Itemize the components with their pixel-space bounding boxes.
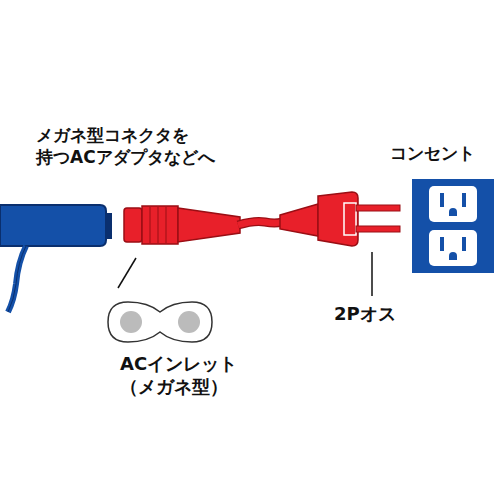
connector-body xyxy=(142,206,178,244)
cord xyxy=(238,221,282,225)
adapter-body xyxy=(0,205,106,246)
adapter-socket xyxy=(106,213,112,239)
adapter-cable xyxy=(8,246,26,312)
outlet-label: コンセント xyxy=(390,142,496,164)
inlet-outline xyxy=(108,302,212,342)
plug-prong xyxy=(356,205,400,211)
plug-strain-relief xyxy=(280,204,318,236)
inlet-label: ACインレット （メガネ型） xyxy=(120,352,252,399)
plug-label: 2Pオス xyxy=(334,302,444,325)
outlet-socket xyxy=(429,186,477,222)
cord-edge xyxy=(238,221,282,225)
inlet-hole xyxy=(178,311,200,333)
target-label: メガネ型コネクタを 持つACアダプタなどへ xyxy=(36,124,236,168)
plug-prong xyxy=(356,226,400,232)
plug-body xyxy=(318,192,358,246)
outlet-socket xyxy=(429,230,477,266)
connector-strain-relief xyxy=(178,208,240,242)
plug-face xyxy=(344,203,356,235)
leader-line xyxy=(371,252,373,296)
connector-head xyxy=(124,208,142,242)
inlet-hole xyxy=(120,311,142,333)
wall-outlet xyxy=(412,179,494,273)
adapter-cable-edge xyxy=(8,246,26,312)
leader-line xyxy=(118,258,136,288)
